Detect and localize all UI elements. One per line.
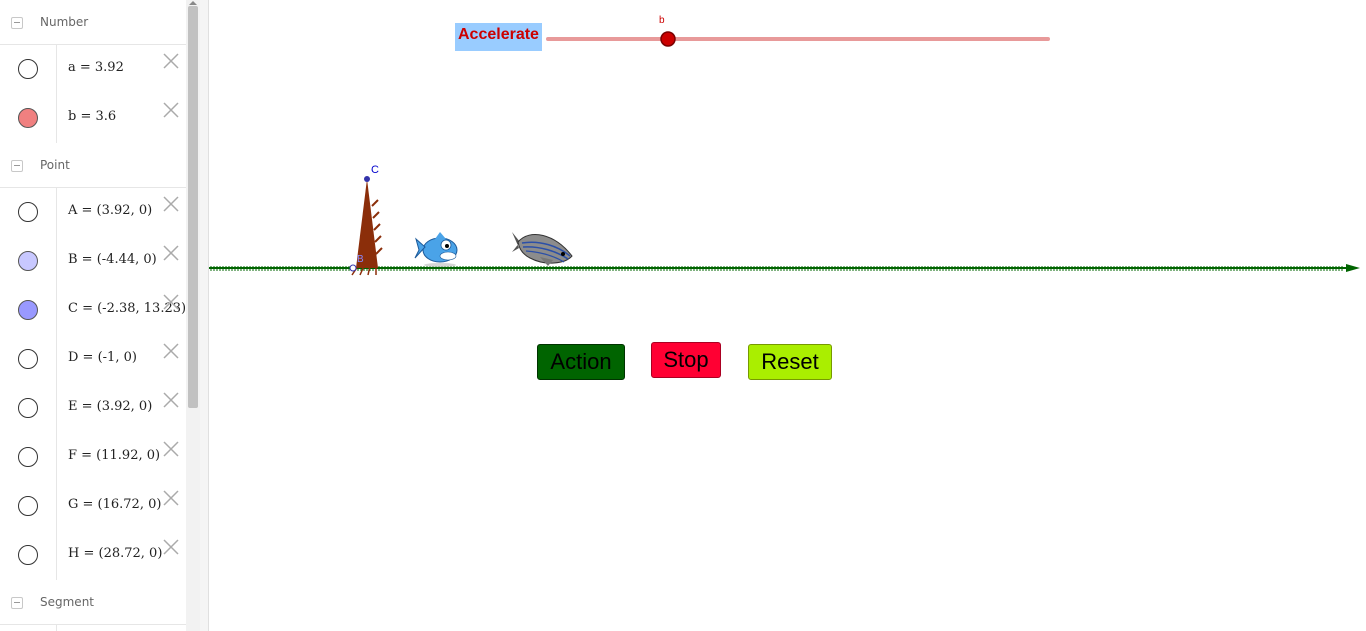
definition-text[interactable]: b = 3.6 — [68, 109, 117, 124]
tower-polygon — [351, 179, 383, 276]
divider — [56, 531, 57, 580]
visibility-toggle-icon[interactable] — [18, 202, 38, 222]
algebra-row-b[interactable]: b = 3.6 — [0, 94, 186, 144]
divider — [56, 94, 57, 143]
x-axis — [209, 264, 1360, 272]
delete-icon[interactable] — [162, 342, 180, 360]
definition-text[interactable]: G = (16.72, 0) — [68, 497, 162, 512]
collapse-icon[interactable] — [11, 17, 23, 29]
algebra-row-D[interactable]: D = (-1, 0) — [0, 335, 186, 385]
delete-icon[interactable] — [162, 195, 180, 213]
divider — [56, 45, 57, 94]
divider — [56, 625, 57, 631]
definition-text[interactable]: F = (11.92, 0) — [68, 448, 161, 463]
collapse-icon[interactable] — [11, 160, 23, 172]
definition-text[interactable]: E = (3.92, 0) — [68, 399, 153, 414]
visibility-toggle-icon[interactable] — [18, 108, 38, 128]
delete-icon[interactable] — [162, 52, 180, 70]
collapse-icon[interactable] — [11, 597, 23, 609]
slider-var-label: b — [659, 15, 665, 26]
divider — [56, 335, 57, 384]
divider — [56, 384, 57, 433]
visibility-toggle-icon[interactable] — [18, 496, 38, 516]
algebra-row-B[interactable]: B = (-4.44, 0) — [0, 237, 186, 287]
reset-button[interactable]: Reset — [748, 344, 832, 380]
point-b[interactable] — [349, 264, 357, 272]
point-b-label: B — [357, 254, 364, 265]
visibility-toggle-icon[interactable] — [18, 300, 38, 320]
delete-icon[interactable] — [162, 391, 180, 409]
delete-icon[interactable] — [162, 489, 180, 507]
action-button[interactable]: Action — [537, 344, 625, 380]
point-c[interactable] — [364, 176, 370, 182]
category-label: Segment — [40, 595, 94, 609]
category-label: Point — [40, 158, 70, 172]
algebra-row-H[interactable]: H = (28.72, 0) — [0, 531, 186, 581]
slider-handle[interactable] — [660, 31, 676, 47]
striped-fish-icon — [512, 232, 573, 266]
category-point[interactable]: Point — [0, 143, 186, 188]
visibility-toggle-icon[interactable] — [18, 349, 38, 369]
algebra-row-E[interactable]: E = (3.92, 0) — [0, 384, 186, 434]
definition-text[interactable]: D = (-1, 0) — [68, 350, 137, 365]
algebra-row-G[interactable]: G = (16.72, 0) — [0, 482, 186, 532]
delete-icon[interactable] — [162, 538, 180, 556]
algebra-row-a[interactable]: a = 3.92 — [0, 45, 186, 95]
divider — [56, 482, 57, 531]
divider — [56, 237, 57, 286]
delete-icon[interactable] — [162, 101, 180, 119]
visibility-toggle-icon[interactable] — [18, 447, 38, 467]
algebra-row-C[interactable]: C = (-2.38, 13.23) — [0, 286, 186, 336]
divider — [56, 286, 57, 335]
algebra-row-A[interactable]: A = (3.92, 0) — [0, 188, 186, 238]
divider — [56, 433, 57, 482]
definition-text[interactable]: a = 3.92 — [68, 60, 124, 75]
axis-arrow-icon — [1346, 264, 1360, 272]
scrollbar-thumb[interactable] — [188, 6, 198, 408]
view-splitter[interactable] — [200, 0, 209, 631]
visibility-toggle-icon[interactable] — [18, 59, 38, 79]
visibility-toggle-icon[interactable] — [18, 545, 38, 565]
algebra-view: Number a = 3.92 b = 3.6 Point A = (3.92,… — [0, 0, 186, 631]
definition-text[interactable]: H = (28.72, 0) — [68, 546, 163, 561]
algebra-row-F[interactable]: F = (11.92, 0) — [0, 433, 186, 483]
visibility-toggle-icon[interactable] — [18, 251, 38, 271]
stop-button[interactable]: Stop — [651, 342, 721, 378]
category-number[interactable]: Number — [0, 0, 186, 45]
scroll-up-icon[interactable] — [189, 1, 197, 5]
point-c-label: C — [371, 164, 379, 176]
delete-icon[interactable] — [162, 440, 180, 458]
definition-text[interactable]: B = (-4.44, 0) — [68, 252, 157, 267]
definition-text[interactable]: C = (-2.38, 13.23) — [68, 301, 186, 316]
category-segment[interactable]: Segment — [0, 580, 186, 625]
visibility-toggle-icon[interactable] — [18, 398, 38, 418]
slider-caption-box — [455, 23, 542, 51]
slider-b[interactable]: b — [546, 15, 1050, 47]
divider — [56, 188, 57, 237]
delete-icon[interactable] — [162, 293, 180, 311]
delete-icon[interactable] — [162, 244, 180, 262]
definition-text[interactable]: A = (3.92, 0) — [68, 203, 153, 218]
cartoon-fish-icon — [414, 232, 458, 267]
slider-caption: Accelerate — [458, 26, 539, 43]
category-label: Number — [40, 15, 89, 29]
